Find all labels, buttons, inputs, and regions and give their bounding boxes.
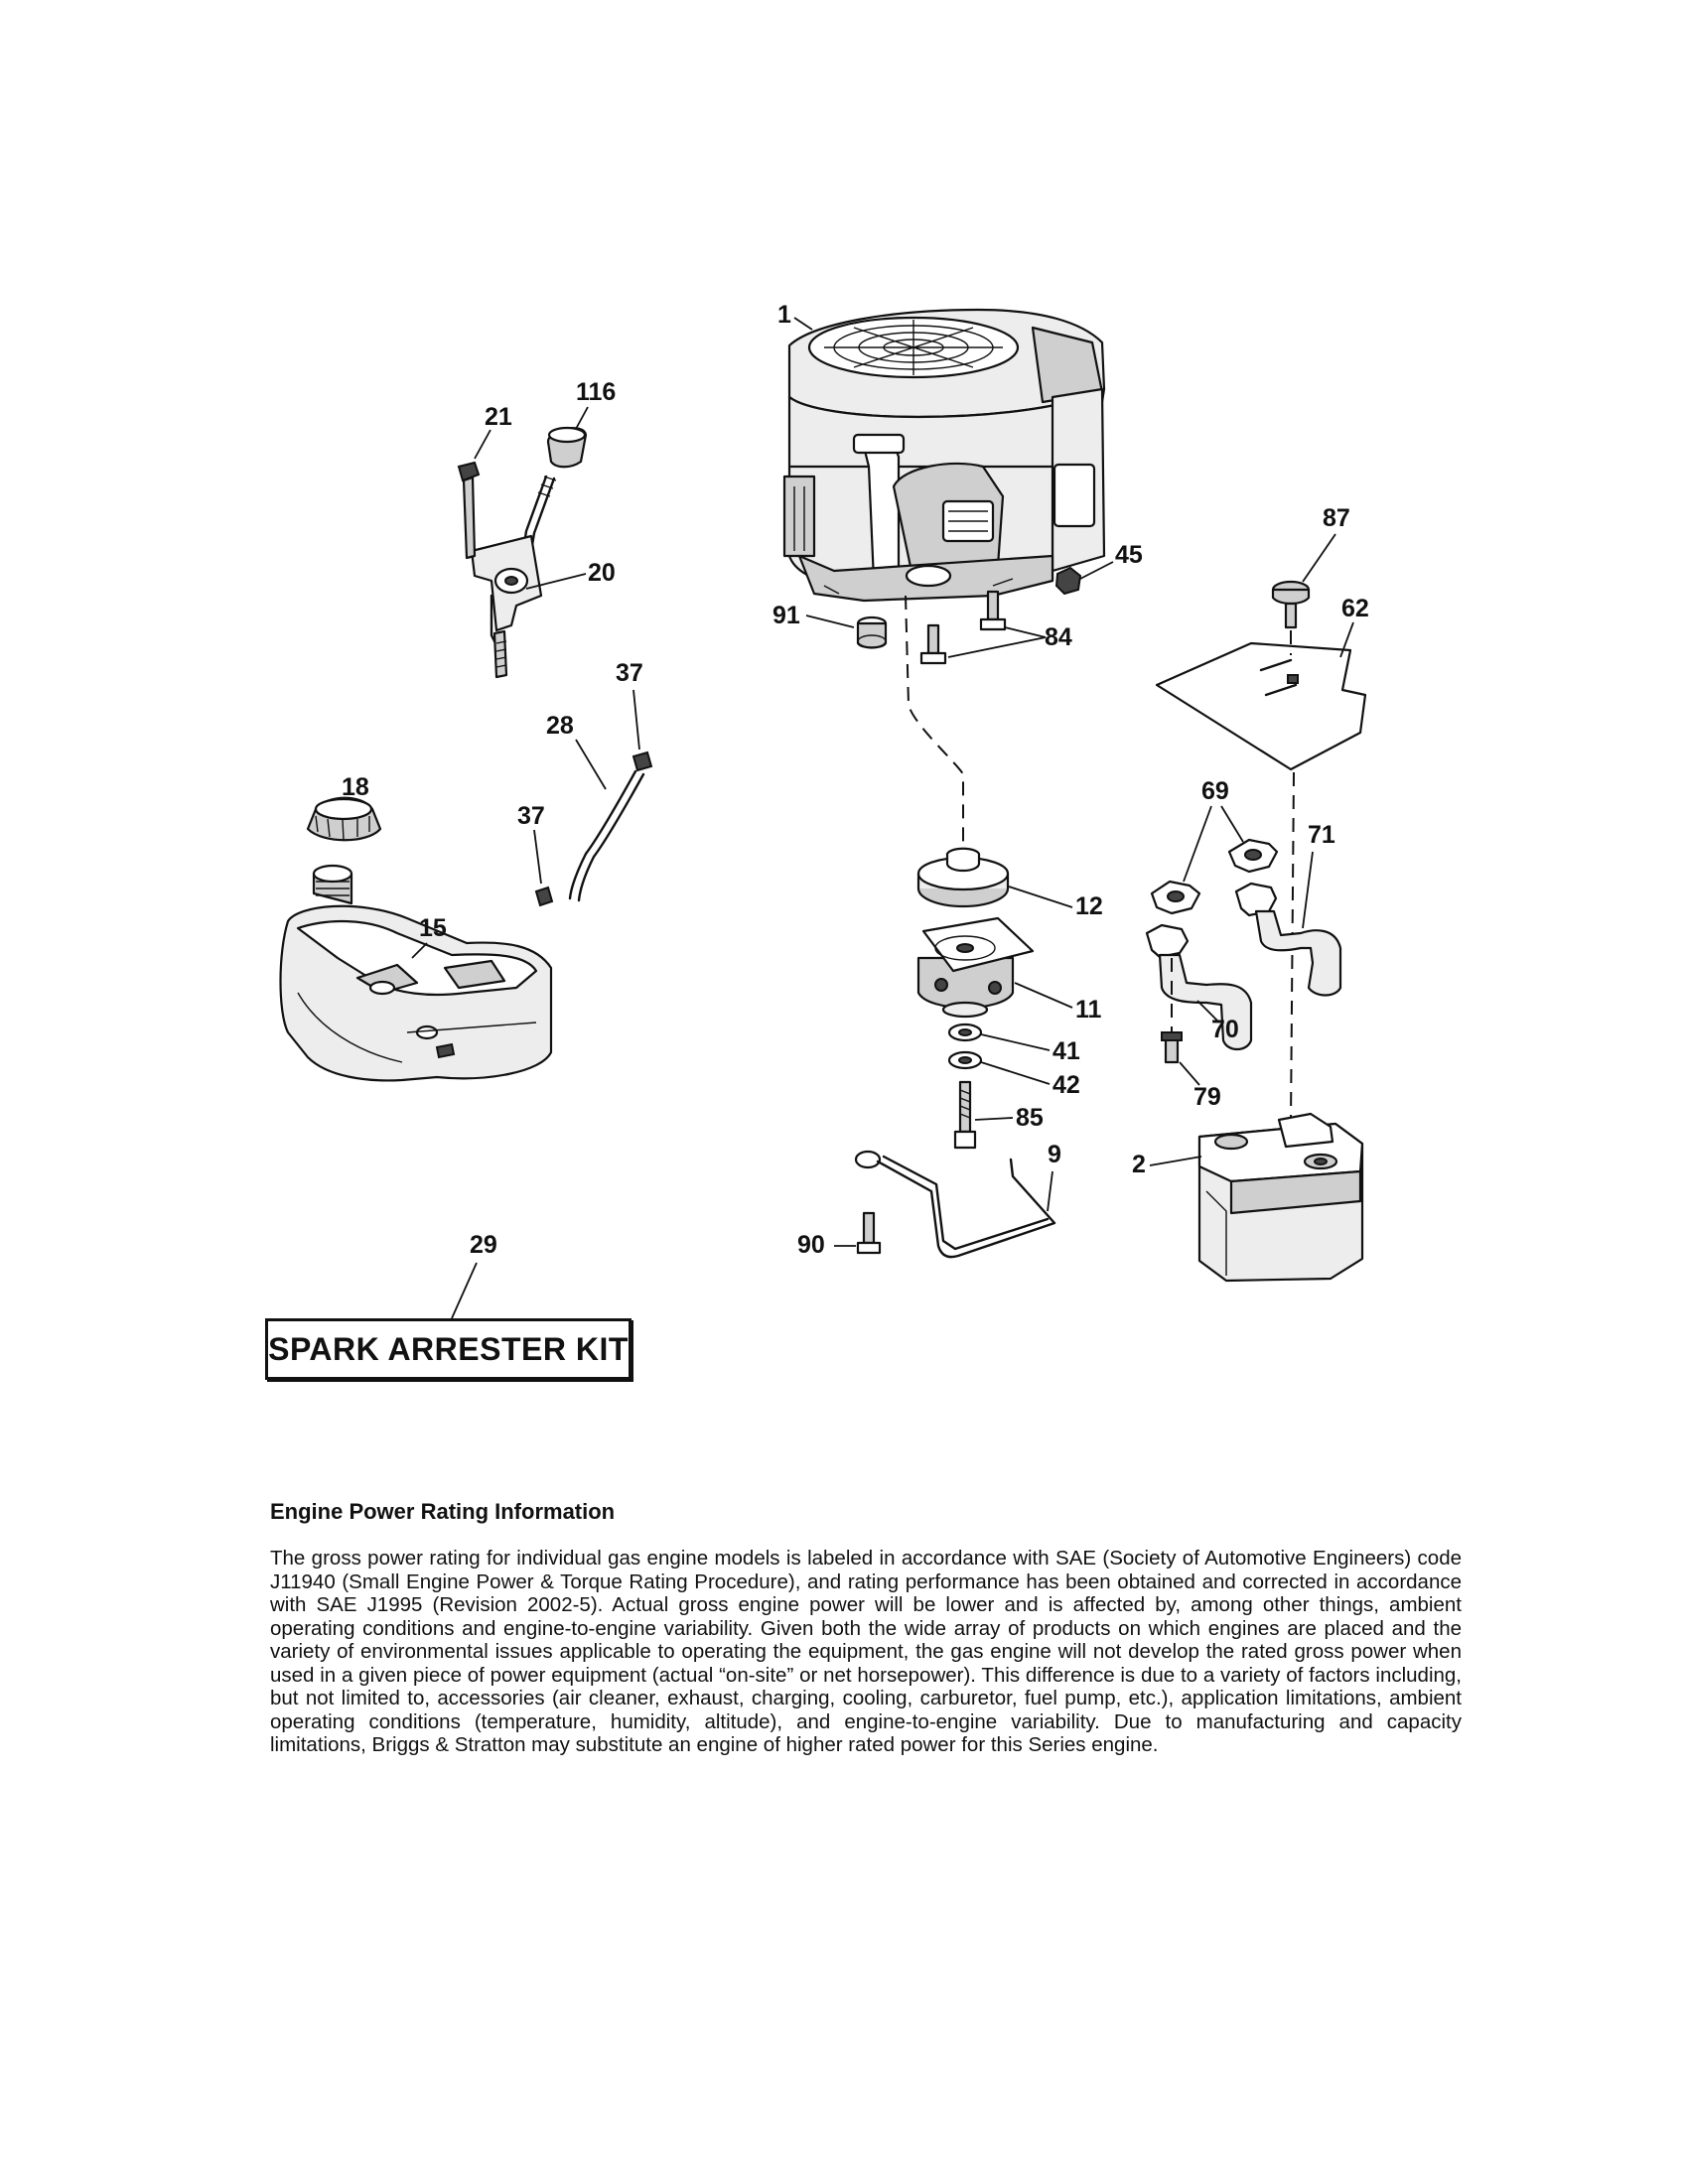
- callout-nut-45: 45: [1115, 541, 1143, 569]
- bolt-87-drawing: [1271, 580, 1311, 629]
- callout-washer-41: 41: [1052, 1037, 1080, 1065]
- fuel-line-drawing: [534, 751, 653, 907]
- fuel-cap-drawing: [306, 796, 382, 842]
- callout-clamp-upper: 37: [616, 659, 643, 687]
- muffler-drawing: [1197, 1112, 1364, 1283]
- callout-bolt-85: 85: [1016, 1104, 1044, 1132]
- callout-knob-116: 116: [576, 378, 616, 406]
- callout-bolts-84: 84: [1045, 623, 1072, 651]
- callout-bracket-9: 9: [1048, 1141, 1061, 1168]
- callout-pulley: 12: [1075, 892, 1103, 920]
- callout-exhaust-pipe-71: 71: [1308, 821, 1335, 849]
- callout-bushing: 91: [772, 602, 800, 629]
- heat-shield-drawing: [1155, 641, 1367, 771]
- washers-drawing: [947, 1023, 983, 1070]
- spark-arrester-kit-label: SPARK ARRESTER KIT: [268, 1330, 629, 1367]
- callout-engine: 1: [777, 301, 791, 329]
- engine-drawing: [782, 308, 1106, 603]
- bolts-84-drawing: [919, 590, 1007, 665]
- exhaust-pipe-70-drawing: [1145, 923, 1253, 1051]
- bolt-85-drawing: [953, 1080, 977, 1150]
- callout-fuel-tank: 15: [419, 914, 447, 942]
- callout-spark-arrester: 29: [470, 1231, 497, 1259]
- nut-drawing: [1054, 566, 1082, 596]
- pulley-drawing: [916, 847, 1010, 908]
- callout-clamp-lower: 37: [517, 802, 545, 830]
- screw-79-drawing: [1161, 1031, 1183, 1064]
- callout-bolt-21: 21: [485, 403, 512, 431]
- callout-heat-shield: 62: [1341, 595, 1369, 622]
- callout-muffler: 2: [1132, 1151, 1146, 1178]
- bracket-rod-drawing: [854, 1150, 1056, 1259]
- callout-bolt-90: 90: [797, 1231, 825, 1259]
- throttle-control-drawing: [457, 426, 588, 679]
- callout-bolt-87: 87: [1323, 504, 1350, 532]
- callout-fuel-line: 28: [546, 712, 574, 740]
- gaskets-drawing: [1150, 838, 1279, 915]
- callout-screw-79: 79: [1193, 1083, 1221, 1111]
- pto-clutch-drawing: [916, 916, 1035, 1019]
- bushing-drawing: [856, 615, 888, 649]
- fuel-tank-drawing: [279, 864, 553, 1082]
- exhaust-pipe-71-drawing: [1234, 882, 1342, 997]
- callout-gaskets: 69: [1201, 777, 1229, 805]
- bolt-90-drawing: [856, 1211, 882, 1255]
- callout-pto-clutch: 11: [1075, 996, 1102, 1024]
- engine-power-rating-body: The gross power rating for individual ga…: [270, 1547, 1462, 1756]
- engine-power-rating-title: Engine Power Rating Information: [270, 1499, 616, 1524]
- spark-arrester-kit-box: SPARK ARRESTER KIT: [265, 1318, 632, 1380]
- callout-fuel-cap: 18: [342, 773, 369, 801]
- callout-throttle-control: 20: [588, 559, 616, 587]
- callout-washer-42: 42: [1052, 1071, 1080, 1099]
